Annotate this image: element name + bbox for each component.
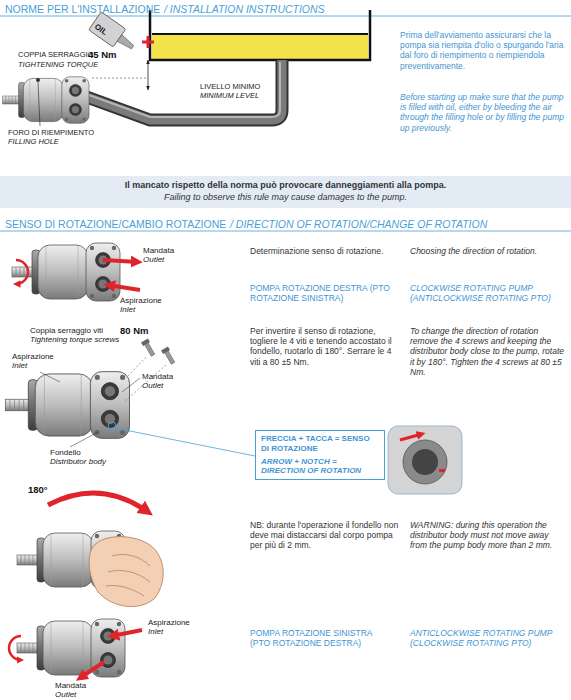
warning-text: NB: durante l'operazione il fondello non… bbox=[250, 520, 400, 551]
row-rotate bbox=[48, 493, 148, 512]
suction-pipe bbox=[84, 60, 282, 120]
callout-box: FRECCIA + TACCA = SENSO DI ROTAZIONE ARRO… bbox=[255, 430, 385, 480]
suction-pipe bbox=[84, 60, 282, 120]
row-change bbox=[412, 449, 438, 475]
instruction-text: Prima dell'avviamento assicurarsi che la… bbox=[400, 30, 565, 71]
level-dimension bbox=[142, 36, 154, 48]
port-label: Inlet bbox=[148, 627, 163, 637]
section-heading: / INSTALLATION INSTRUCTIONS bbox=[164, 3, 325, 16]
row-rotate bbox=[89, 537, 163, 607]
port-label: Outlet bbox=[143, 255, 164, 265]
instruction-text: Choosing the direction of rotation. bbox=[410, 246, 565, 256]
suction-pipe bbox=[84, 60, 282, 120]
row-anticlockwise bbox=[112, 630, 142, 636]
part-label: FILLING HOLE bbox=[8, 137, 59, 146]
port-label: Aspirazione bbox=[148, 618, 190, 628]
row-clockwise bbox=[103, 260, 138, 262]
node-text: FRECCIA + TACCA = SENSO DI ROTAZIONE bbox=[261, 434, 379, 453]
row-change bbox=[403, 440, 447, 484]
torque-value: 45 Nm bbox=[88, 49, 117, 60]
heading-rule bbox=[0, 231, 571, 232]
row-change bbox=[108, 422, 116, 430]
row-change bbox=[439, 469, 445, 472]
row-anticlockwise bbox=[9, 619, 142, 678]
port-label: Outlet bbox=[55, 690, 76, 700]
section-heading: SENSO DI ROTAZIONE/CAMBIO ROTAZIONE bbox=[5, 218, 226, 231]
level-dimension bbox=[148, 60, 149, 90]
row-change bbox=[5, 372, 129, 439]
port-label: Mandata bbox=[143, 246, 174, 256]
row-change bbox=[161, 346, 176, 365]
rotation-label: POMPA ROTAZIONE SINISTRA (PTO ROTAZIONE … bbox=[250, 628, 390, 648]
node-text: Il mancato rispetto della norma può prov… bbox=[125, 180, 447, 192]
port-label: Aspirazione bbox=[120, 296, 162, 306]
rotation-label: CLOCKWISE ROTATING PUMP (ANTICLOCKWISE R… bbox=[410, 283, 560, 303]
angle-label: 180° bbox=[28, 484, 48, 495]
leader-line bbox=[38, 82, 40, 126]
level-label: LIVELLO MINIMO bbox=[200, 82, 260, 91]
row-clockwise bbox=[108, 285, 140, 290]
port-label: Mandata bbox=[142, 372, 173, 382]
oil-tank bbox=[150, 10, 370, 60]
torque-label: Tightening torque screws bbox=[30, 335, 119, 345]
row-rotate bbox=[106, 554, 150, 596]
row-change bbox=[388, 426, 462, 494]
torque-label: COPPIA SERRAGGIO bbox=[18, 50, 93, 59]
instruction-text: Determinazione senso di rotazione. bbox=[250, 246, 400, 256]
oil-tank bbox=[150, 10, 370, 60]
row-anticlockwise bbox=[9, 636, 21, 660]
filling-hole bbox=[36, 78, 40, 82]
part-label: Fondello bbox=[50, 448, 81, 458]
rotation-label: POMPA ROTAZIONE DESTRA (PTO ROTAZIONE SI… bbox=[250, 283, 390, 303]
torque-label: Coppia serraggio viti bbox=[30, 326, 103, 336]
level-dimension bbox=[92, 78, 148, 79]
port-label: Inlet bbox=[120, 305, 135, 315]
port-label: Outlet bbox=[142, 381, 163, 391]
row-clockwise bbox=[12, 243, 120, 301]
port-label: Inlet bbox=[12, 361, 27, 371]
warning-text: WARNING: during this operation the distr… bbox=[410, 520, 565, 551]
part-label: Distributor body bbox=[50, 457, 106, 467]
oil-tank bbox=[152, 33, 368, 35]
port-label: Aspirazione bbox=[12, 352, 54, 362]
instruction-text: Per invertire il senso di rotazione, tog… bbox=[250, 326, 400, 367]
instruction-text: To change the direction of rotation remo… bbox=[410, 326, 565, 377]
oil-tank bbox=[152, 34, 368, 59]
row-clockwise bbox=[16, 260, 28, 284]
part-label: FORO DI RIEMPIMENTO bbox=[8, 128, 94, 137]
suction-pipe bbox=[86, 62, 280, 117]
row-change bbox=[5, 338, 462, 494]
oil-can bbox=[117, 35, 135, 51]
row-change bbox=[161, 346, 170, 353]
row-clockwise bbox=[12, 243, 140, 301]
row-change bbox=[400, 434, 422, 440]
warning-band: Il mancato rispetto della norma può prov… bbox=[0, 176, 571, 208]
port-label: Mandata bbox=[55, 681, 86, 691]
row-change bbox=[115, 428, 255, 456]
row-anticlockwise bbox=[17, 619, 125, 677]
section-heading: / DIRECTION OF ROTATION/CHANGE OF ROTATI… bbox=[230, 218, 487, 231]
rotation-label: ANTICLOCKWISE ROTATING PUMP (CLOCKWISE R… bbox=[410, 628, 560, 648]
node-text: Failing to observe this rule may cause d… bbox=[164, 192, 407, 204]
instruction-text: Before starting up make sure that the pu… bbox=[400, 92, 565, 133]
section-heading: NORME PER L'INSTALLAZIONE bbox=[5, 3, 160, 16]
level-label: MINIMUM LEVEL bbox=[200, 91, 259, 100]
row-change bbox=[141, 338, 156, 357]
torque-value: 80 Nm bbox=[120, 325, 149, 336]
row-anticlockwise bbox=[80, 662, 104, 678]
torque-label: TIGHTENING TORQUE bbox=[18, 60, 98, 69]
row-change bbox=[141, 338, 150, 345]
row-change bbox=[40, 372, 140, 447]
row-rotate bbox=[17, 493, 163, 607]
node-text: ARROW + NOTCH = DIRECTION OF ROTATION bbox=[261, 457, 379, 476]
gear-pump bbox=[3, 77, 89, 123]
heading-rule bbox=[0, 16, 571, 17]
